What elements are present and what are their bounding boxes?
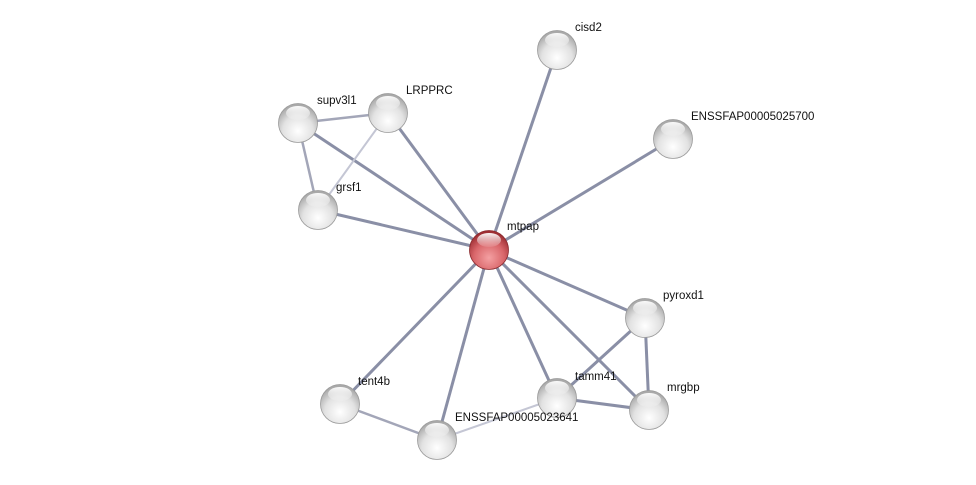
node-cisd2[interactable]: cisd2	[537, 22, 602, 70]
node-tent4b[interactable]: tent4b	[320, 376, 390, 424]
edge-mtpap-e25700[interactable]	[488, 137, 674, 252]
node-label: grsf1	[336, 182, 362, 194]
node-label: pyroxd1	[663, 290, 704, 302]
edge-mtpap-tent4b[interactable]	[338, 248, 491, 406]
node-highlight	[633, 301, 657, 315]
edge-mtpap-tamm41[interactable]	[487, 249, 559, 399]
node-highlight	[545, 33, 569, 47]
edge-mtpap-mrgbp[interactable]	[487, 248, 651, 412]
node-tamm41[interactable]: tamm41	[537, 371, 617, 418]
edge-e23641-tamm41[interactable]	[436, 397, 558, 441]
node-highlight	[286, 106, 310, 120]
edge-mtpap-supv3l1[interactable]	[297, 121, 490, 252]
edge-mtpap-cisd2[interactable]	[487, 49, 559, 251]
node-pyroxd1[interactable]: pyroxd1	[625, 290, 704, 338]
node-label: tent4b	[358, 376, 390, 388]
node-highlight	[545, 381, 569, 395]
node-highlight	[306, 193, 330, 207]
node-highlight	[425, 423, 449, 437]
node-supv3l1[interactable]: supv3l1	[278, 95, 357, 143]
node-highlight	[637, 393, 661, 407]
node-highlight	[376, 96, 400, 110]
node-label: tamm41	[575, 371, 617, 383]
node-label: ENSSFAP00005023641	[455, 412, 578, 424]
node-label: mtpap	[507, 221, 539, 233]
node-label: mrgbp	[667, 382, 700, 394]
node-lrpprc[interactable]: LRPPRC	[368, 85, 453, 133]
node-highlight	[477, 233, 501, 247]
edge-mtpap-e23641[interactable]	[435, 249, 491, 441]
node-mtpap[interactable]: mtpap	[469, 221, 539, 270]
node-e25700[interactable]: ENSSFAP00005025700	[653, 111, 815, 159]
edge-mtpap-pyroxd1[interactable]	[488, 248, 646, 320]
edge-mtpap-lrpprc[interactable]	[386, 112, 491, 251]
edge-lrpprc-grsf1[interactable]	[317, 112, 389, 211]
edge-mtpap-grsf1[interactable]	[317, 208, 490, 252]
node-label: supv3l1	[317, 95, 357, 107]
node-grsf1[interactable]: grsf1	[298, 182, 362, 230]
node-highlight	[661, 122, 685, 136]
node-e23641[interactable]: ENSSFAP00005023641	[417, 412, 579, 460]
node-mrgbp[interactable]: mrgbp	[629, 382, 700, 430]
node-label: ENSSFAP00005025700	[691, 111, 814, 123]
node-highlight	[328, 387, 352, 401]
node-label: LRPPRC	[406, 85, 453, 97]
node-label: cisd2	[575, 22, 602, 34]
